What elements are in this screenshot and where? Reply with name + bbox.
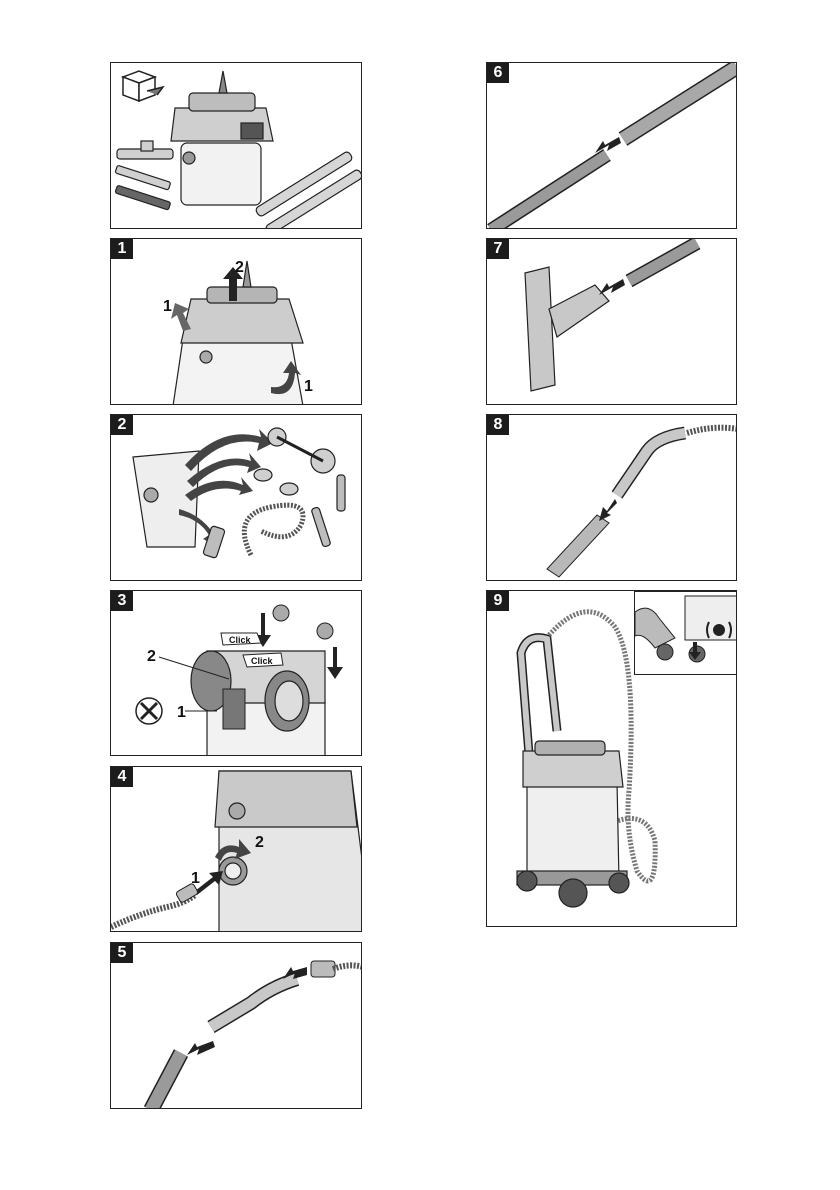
step-label: 1 — [163, 298, 172, 315]
inset-illustration — [635, 592, 737, 675]
step-8-illustration — [487, 415, 737, 581]
contents-illustration — [111, 63, 362, 229]
step-label: 2 — [255, 834, 264, 851]
step-label: 1 — [177, 704, 186, 721]
panel-step-3: 3 Click Click 2 1 — [110, 590, 362, 756]
panel-step-6: 6 — [486, 62, 737, 229]
step-label: 1 — [191, 870, 200, 887]
step-3-illustration: Click Click 2 1 — [111, 591, 362, 756]
panel-step-1: 1 2 1 1 — [110, 238, 362, 405]
panel-contents — [110, 62, 362, 229]
panel-step-8: 8 — [486, 414, 737, 581]
click-label: Click — [229, 635, 252, 645]
tube-illustration — [255, 151, 362, 229]
panel-step-2: 2 — [110, 414, 362, 581]
panel-step-9: 9 — [486, 590, 737, 927]
step-4-illustration: 1 2 — [111, 767, 362, 932]
step-2-illustration — [111, 415, 362, 581]
prohibited-icon — [136, 698, 162, 724]
vacuum-illustration — [171, 71, 273, 205]
hose-illustration — [244, 505, 303, 555]
step-label: 2 — [147, 648, 156, 665]
panel-step-5: 5 — [110, 942, 362, 1109]
step-label: 2 — [235, 259, 244, 276]
floor-nozzle-illustration — [115, 141, 173, 210]
step-5-illustration — [111, 943, 362, 1109]
step-7-illustration — [487, 239, 737, 405]
box-icon — [123, 71, 163, 101]
step-label: 1 — [304, 378, 313, 395]
inset-brake-detail — [634, 591, 737, 675]
panel-step-7: 7 — [486, 238, 737, 405]
click-label: Click — [251, 656, 274, 666]
step-1-illustration: 2 1 1 — [111, 239, 362, 405]
panel-step-4: 4 1 2 — [110, 766, 362, 932]
step-6-illustration — [487, 63, 737, 229]
